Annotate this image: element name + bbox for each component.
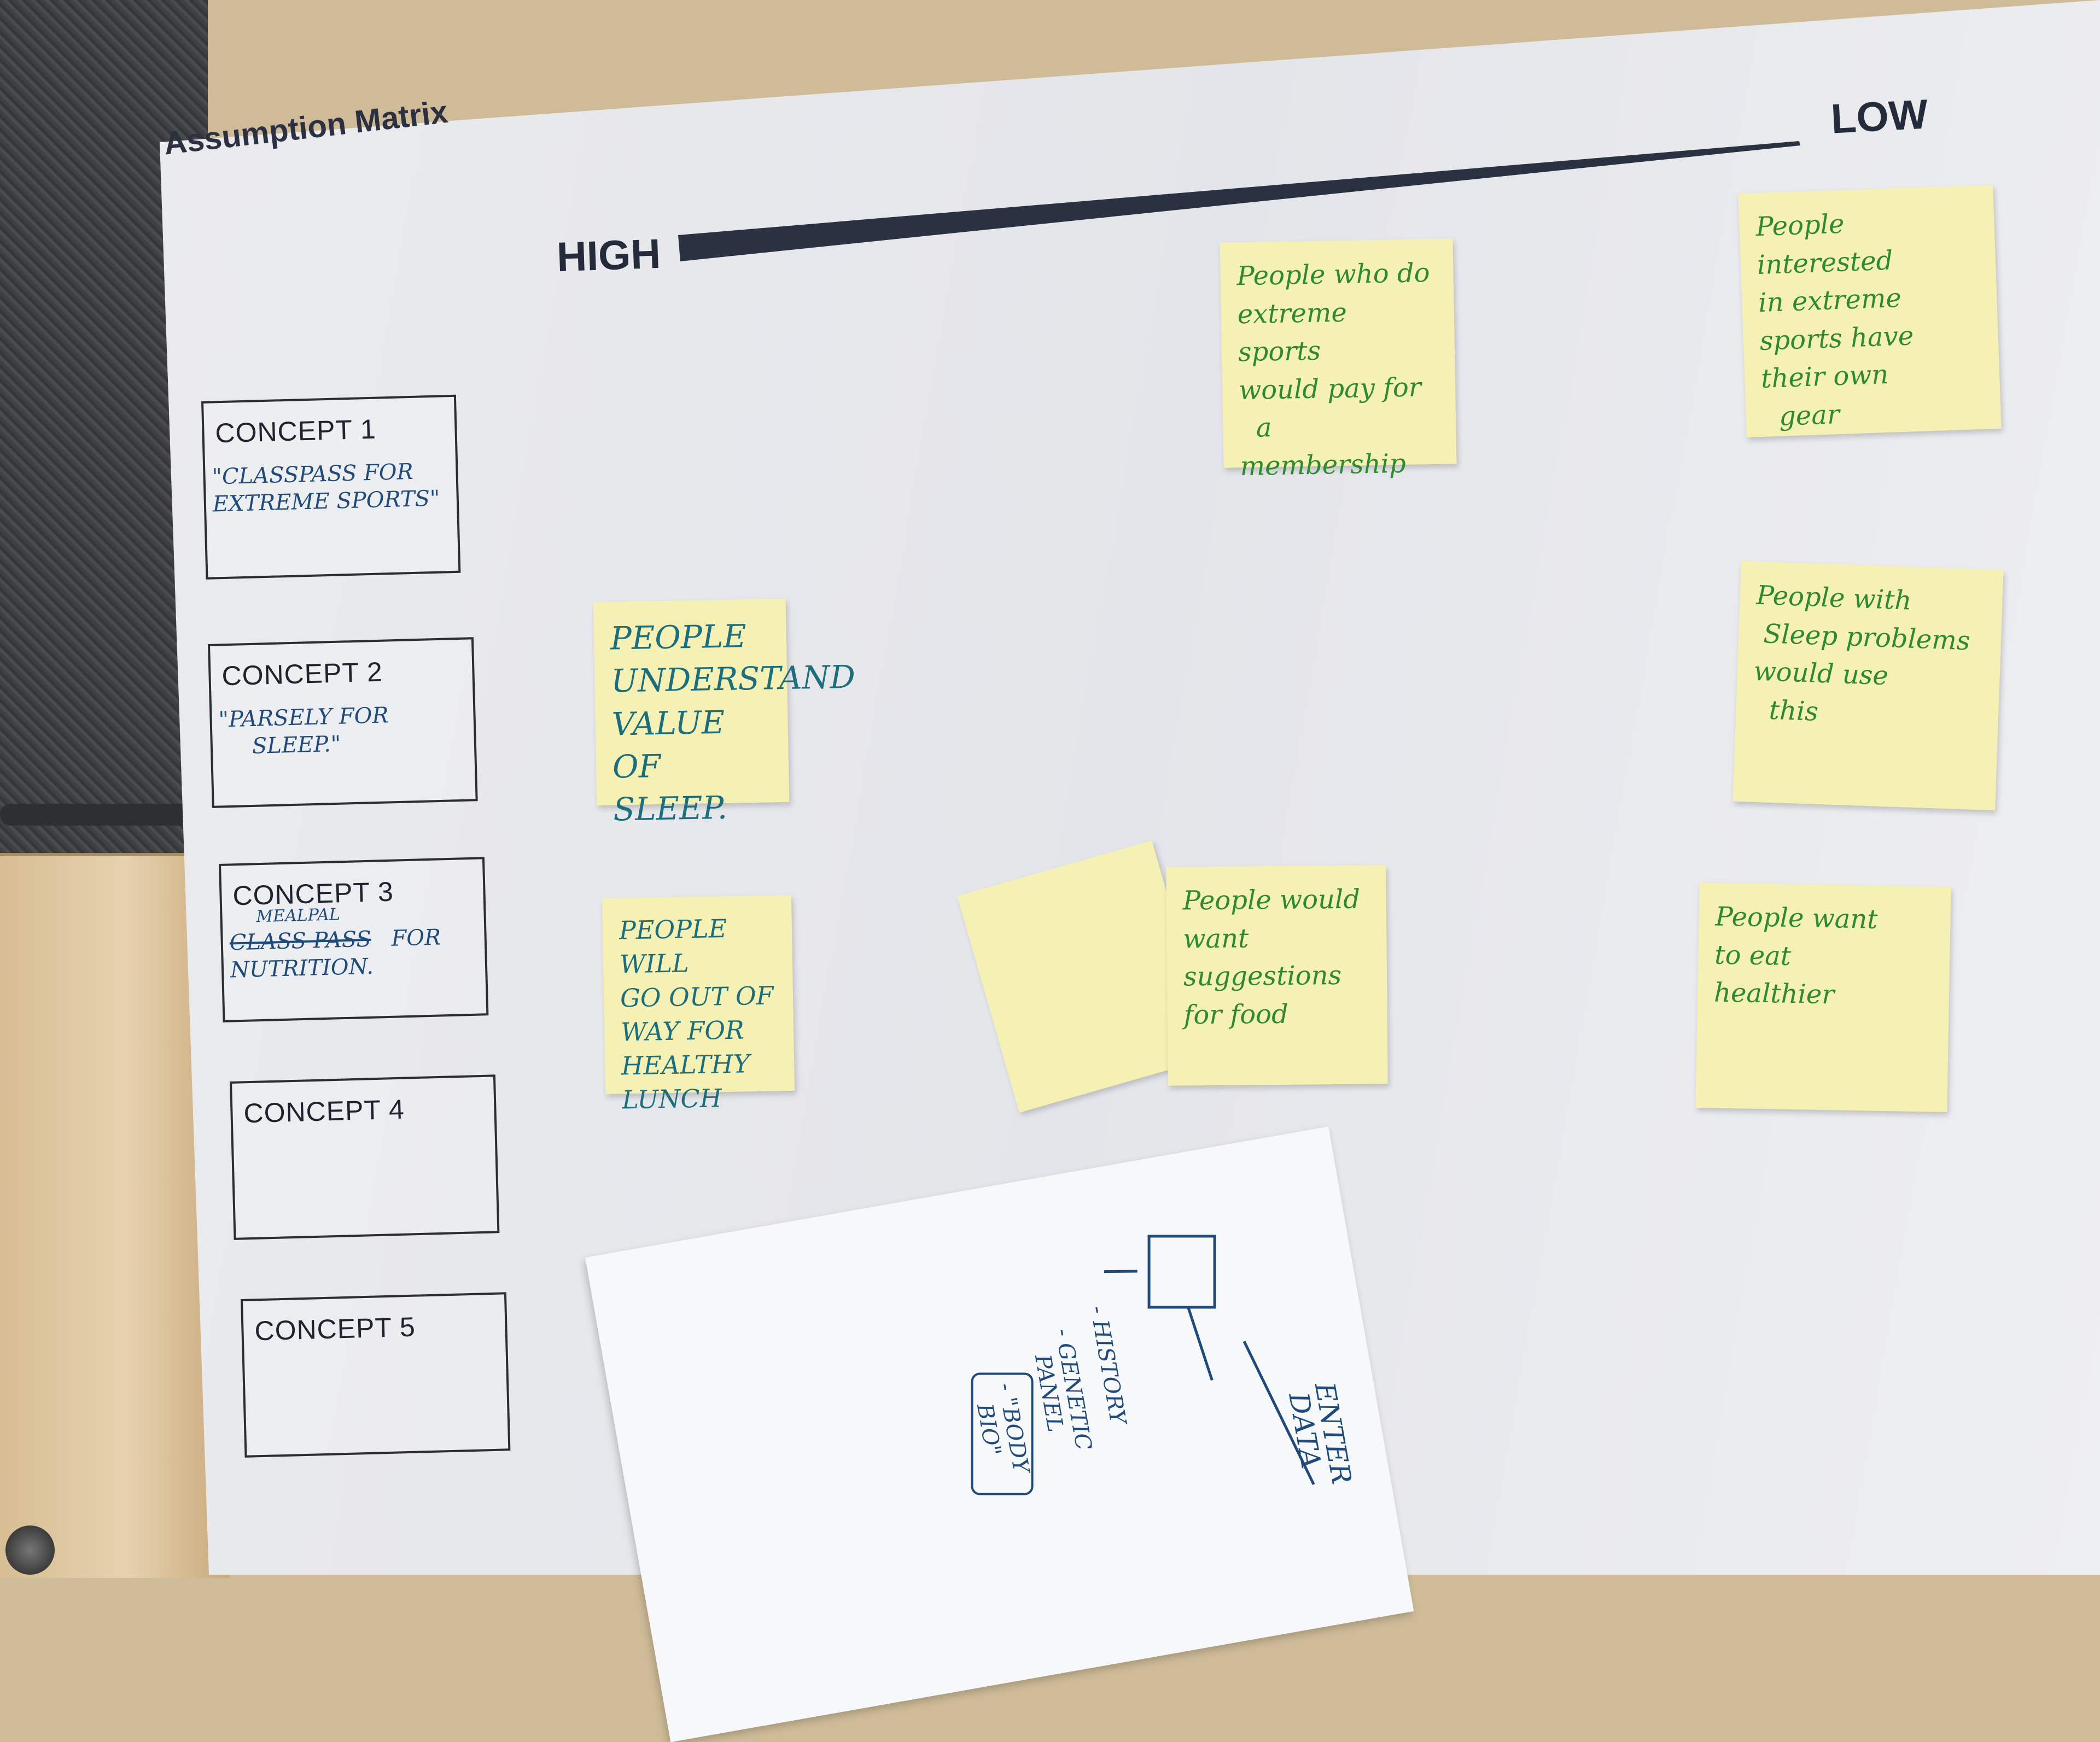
concept-box-1: CONCEPT 1 "CLASSPASS FOR EXTREME SPORTS"	[201, 394, 461, 580]
concept-box-2: CONCEPT 2 "PARSELY FOR SLEEP."	[208, 637, 478, 808]
concept-box-3: CONCEPT 3 MEALPAL CLASS PASS FOR NUTRITI…	[219, 857, 489, 1022]
concept-title: CONCEPT 4	[243, 1094, 405, 1129]
axis-low-label: LOW	[1829, 91, 1929, 143]
sticky-note[interactable]: PEOPLE WILL GO OUT OF WAY FOR HEALTHY LU…	[602, 895, 795, 1115]
chair-bolt	[5, 1525, 55, 1575]
sticky-note-text: People who do extreme sports would pay f…	[1236, 258, 1430, 482]
sticky-note-text: PEOPLE WILL GO OUT OF WAY FOR HEALTHY LU…	[619, 913, 774, 1115]
sticky-note[interactable]: People would want suggestions for food	[1166, 865, 1388, 1086]
concept-note-line: "PARSELY FOR	[218, 703, 389, 733]
sticky-note-text: People interested in extreme sports have…	[1755, 208, 1915, 432]
concept-note-line: "CLASSPASS FOR	[212, 459, 414, 490]
sticky-note[interactable]: People with Sleep problems would use thi…	[1732, 560, 2004, 811]
concept-note-line: EXTREME SPORTS"	[212, 486, 440, 517]
concept-note: MEALPAL CLASS PASS FOR NUTRITION.	[229, 896, 442, 984]
concept-note-insert: MEALPAL	[256, 905, 341, 927]
sticky-note-text: PEOPLE UNDERSTAND VALUE OF SLEEP.	[610, 617, 856, 828]
concept-note-line: SLEEP."	[252, 731, 341, 759]
sticky-note-text: People would want suggestions for food	[1182, 884, 1361, 1031]
axis-high-label: HIGH	[556, 230, 662, 281]
sticky-note[interactable]: People want to eat healthier	[1695, 882, 1951, 1112]
concept-note: "PARSELY FOR SLEEP."	[218, 702, 390, 761]
concept-title: CONCEPT 2	[221, 656, 383, 692]
chair-handle	[0, 804, 219, 826]
sketch-drawing	[971, 1235, 1315, 1495]
concept-note: "CLASSPASS FOR EXTREME SPORTS"	[212, 458, 440, 518]
concept-note-line: NUTRITION.	[230, 954, 374, 983]
concept-box-4: CONCEPT 4	[230, 1074, 500, 1240]
concept-title: CONCEPT 5	[254, 1311, 416, 1347]
sticky-note-text: People want to eat healthier	[1713, 901, 1879, 1010]
sticky-note[interactable]: People interested in extreme sports have…	[1738, 185, 2002, 437]
concept-title: CONCEPT 1	[214, 413, 377, 449]
sticky-note-text: People with Sleep problems would use thi…	[1752, 580, 1971, 727]
sticky-note[interactable]: PEOPLE UNDERSTAND VALUE OF SLEEP.	[593, 598, 855, 828]
concept-note-struck: CLASS PASS	[229, 926, 372, 956]
sticky-note[interactable]: People who do extreme sports would pay f…	[1220, 238, 1457, 482]
concept-box-5: CONCEPT 5	[241, 1292, 511, 1458]
sketch-paper[interactable]: - HISTORY - GENETIC PANEL - "BODY BIO" E…	[585, 1126, 1414, 1742]
concept-note-line: FOR	[390, 925, 441, 951]
